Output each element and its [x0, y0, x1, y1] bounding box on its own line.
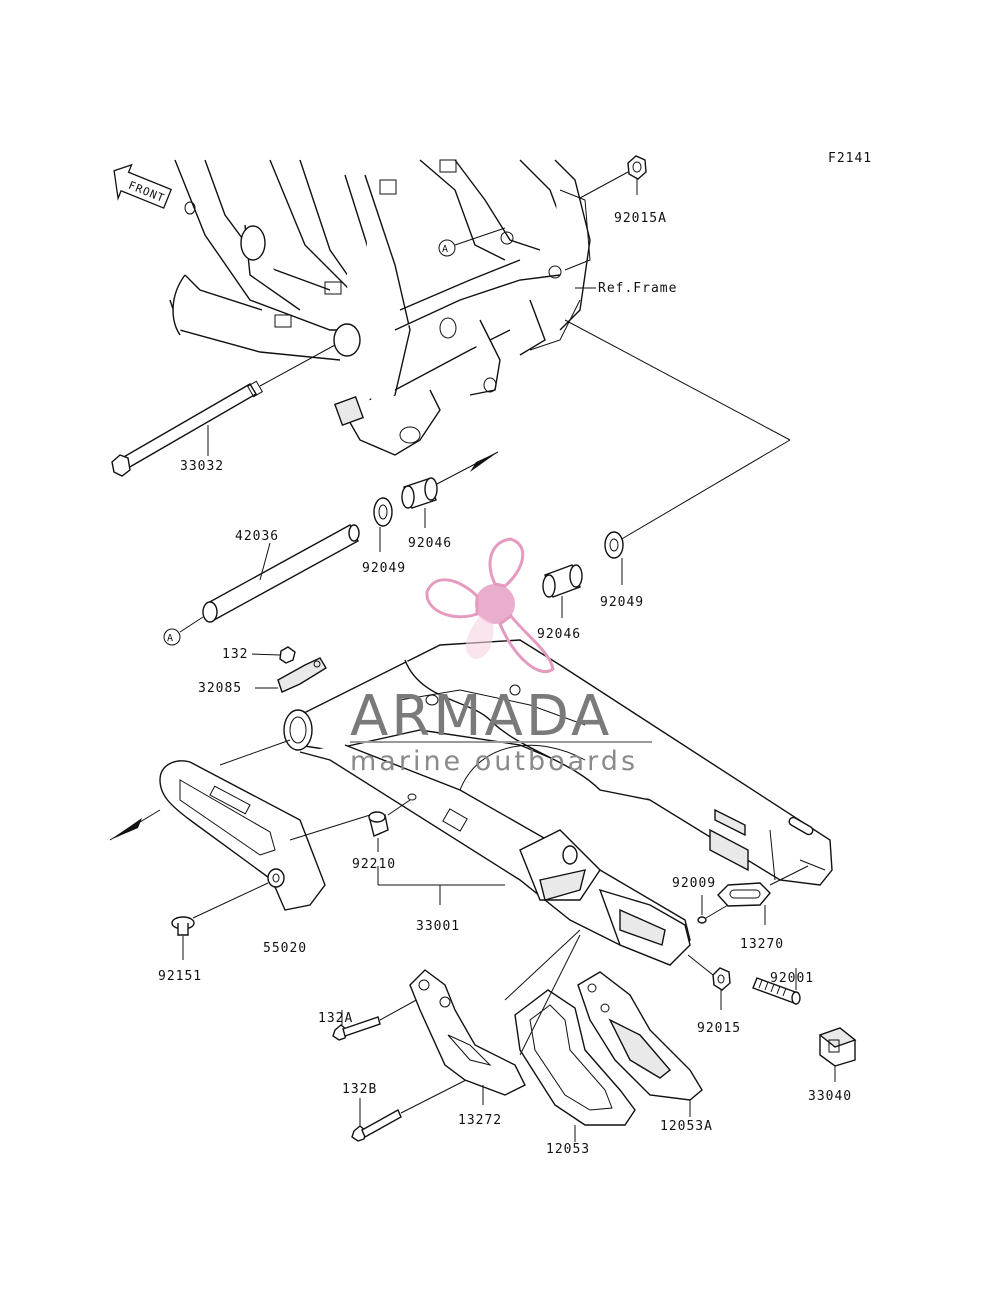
label-92210: 92210 [352, 857, 396, 872]
part-92046-lower-bushing [542, 564, 583, 618]
label-13270: 13270 [740, 937, 784, 952]
part-92001-adjust-bolt [752, 968, 801, 1005]
part-92046-upper-bushing [401, 477, 438, 528]
label-132b: 132B [342, 1082, 377, 1097]
label-13272: 13272 [458, 1113, 502, 1128]
part-92049-lower-seal [604, 531, 624, 585]
label-33032: 33032 [180, 459, 224, 474]
part-33001-swingarm [283, 639, 833, 966]
label-92001: 92001 [770, 971, 814, 986]
part-32085-bracket [255, 657, 327, 693]
label-92015a: 92015A [614, 211, 667, 226]
part-12053a-slider [577, 971, 703, 1117]
label-92046-lower: 92046 [537, 627, 581, 642]
label-33001: 33001 [416, 919, 460, 934]
part-132a-bolt [332, 997, 421, 1041]
part-13272-guard-plate [409, 969, 526, 1105]
front-arrow-icon: FRONT [113, 163, 173, 209]
part-132b-bolt [351, 1077, 471, 1142]
label-12053a: 12053A [660, 1119, 713, 1134]
part-42036-sleeve [179, 524, 360, 633]
label-92049-upper: 92049 [362, 561, 406, 576]
ref-frame-label: Ref.Frame [598, 281, 677, 296]
watermark-tagline: marine outboards [350, 746, 638, 777]
label-92015: 92015 [697, 1021, 741, 1036]
part-13270-plate [717, 865, 809, 925]
part-55020-chain-guide [109, 739, 371, 911]
label-92049-lower: 92049 [600, 595, 644, 610]
propeller-icon [425, 537, 555, 674]
part-33040-block [818, 1027, 857, 1082]
part-12053-guide [504, 929, 636, 1142]
part-33032-pivot-shaft [111, 344, 336, 477]
part-92151-bolt [171, 882, 269, 960]
diagram-code: F2141 [828, 151, 872, 166]
part-92015a-nut [579, 155, 647, 199]
part-92009-screw [697, 895, 729, 924]
label-42036: 42036 [235, 529, 279, 544]
label-33040: 33040 [808, 1089, 852, 1104]
label-32085: 32085 [198, 681, 242, 696]
label-132: 132 [222, 647, 248, 662]
frame-drawing [169, 159, 591, 456]
watermark-brand: ARMADA [350, 684, 612, 749]
part-132-bolt [251, 646, 296, 664]
label-92151: 92151 [158, 969, 202, 984]
label-12053: 12053 [546, 1142, 590, 1157]
part-92210-collar [368, 793, 417, 852]
label-55020: 55020 [263, 941, 307, 956]
armada-watermark-logo: ARMADA marine outboards [350, 537, 652, 777]
part-92015-nut [687, 954, 731, 1010]
marker-a-frame: A [442, 244, 449, 255]
label-92046-upper: 92046 [408, 536, 452, 551]
label-132a: 132A [318, 1011, 353, 1026]
part-92049-upper-seal [373, 497, 393, 552]
marker-a-sleeve: A [167, 633, 174, 644]
label-92009: 92009 [672, 876, 716, 891]
